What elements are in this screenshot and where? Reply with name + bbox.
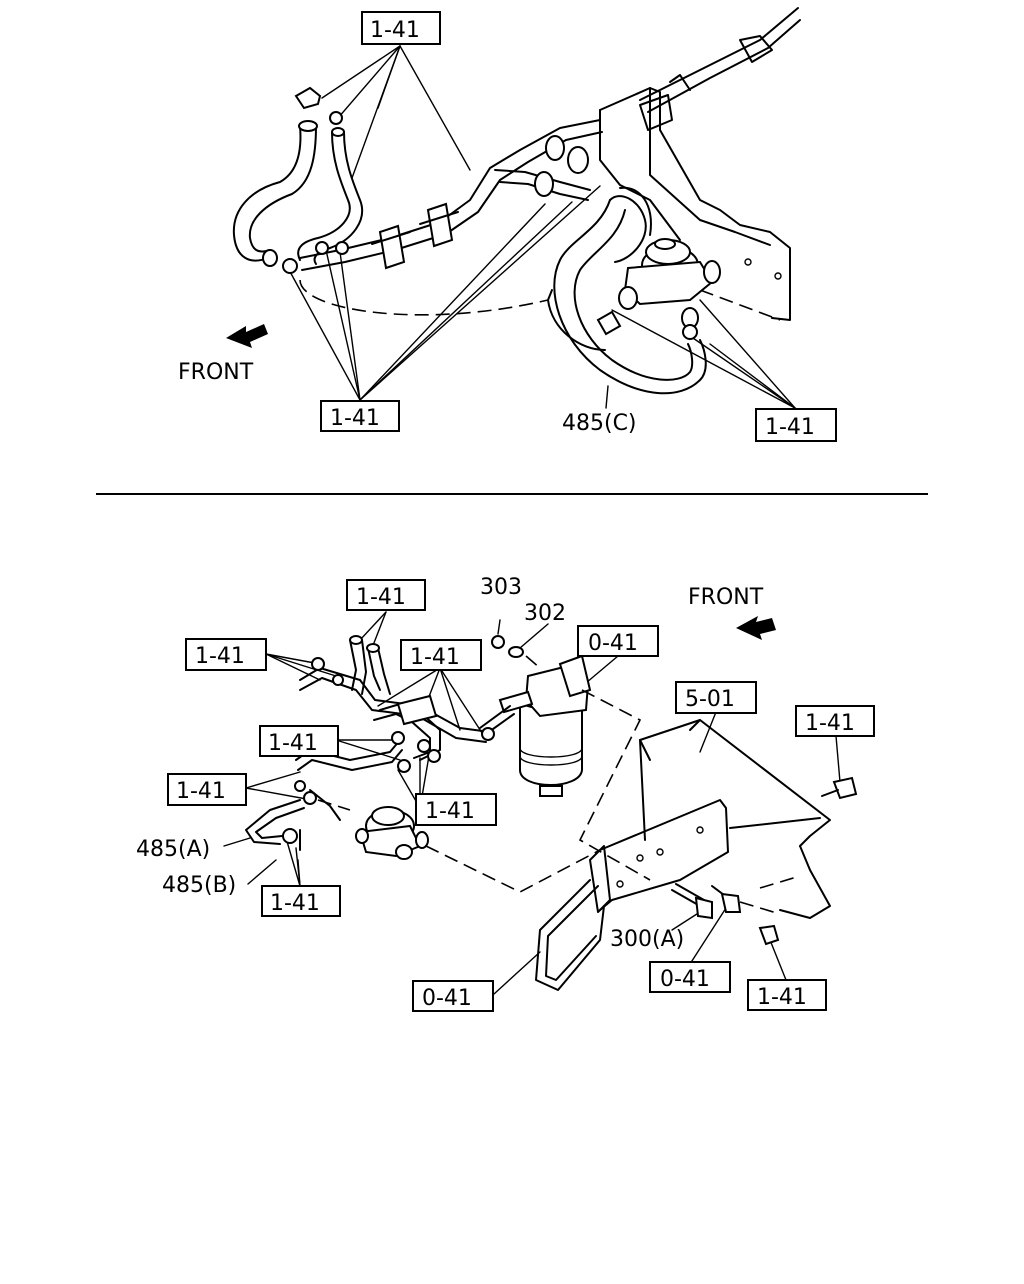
top-clamps — [371, 135, 589, 270]
bottom-callout-5-01: 5-01 — [675, 681, 757, 714]
callout-ref: 0-41 — [588, 631, 638, 656]
top-front-label: FRONT — [178, 360, 254, 385]
callout-ref: 1-41 — [270, 891, 320, 916]
top-hose-485c — [553, 186, 707, 395]
top-bracket — [599, 87, 791, 321]
part-label-485b: 485(B) — [162, 873, 236, 898]
bottom-front-arrow — [736, 616, 776, 640]
bottom-callout-1-41-f: 1-41 — [415, 793, 497, 826]
callout-ref: 5-01 — [685, 687, 735, 712]
top-diagram: FRONT 1-41 1-41 1-41 485(C) — [178, 7, 837, 442]
top-callout-1-41-upper: 1-41 — [361, 11, 441, 45]
bottom-callout-1-41-g: 1-41 — [261, 885, 341, 917]
bottom-callout-1-41-b: 1-41 — [185, 638, 267, 671]
callout-ref: 1-41 — [330, 406, 380, 431]
callout-ref: 1-41 — [425, 799, 475, 824]
bottom-frame-rail — [639, 719, 831, 919]
bottom-hoses — [245, 635, 495, 851]
bottom-callout-0-41-b: 0-41 — [649, 961, 731, 993]
top-cable — [639, 7, 801, 113]
bottom-front-label: FRONT — [688, 585, 764, 610]
top-leaders-upper — [321, 45, 471, 179]
top-callout-1-41-lower: 1-41 — [320, 400, 400, 432]
callout-ref: 0-41 — [422, 986, 472, 1011]
callout-ref: 1-41 — [268, 731, 318, 756]
bottom-diagram: FRONT 1-41 1-41 1-41 1-41 1-41 1-41 1- — [136, 575, 875, 1012]
bottom-callout-0-41-c: 0-41 — [412, 980, 494, 1012]
bottom-bolts — [671, 776, 858, 946]
callout-ref: 1-41 — [370, 18, 420, 43]
top-front-arrow — [226, 324, 268, 348]
bottom-fuel-filter — [479, 635, 651, 881]
part-label-300a: 300(A) — [610, 927, 684, 952]
callout-ref: 1-41 — [410, 645, 460, 670]
part-label-485c: 485(C) — [562, 411, 637, 436]
bottom-callout-1-41-e: 1-41 — [167, 773, 247, 806]
callout-ref: 1-41 — [805, 711, 855, 736]
bottom-callout-1-41-c: 1-41 — [400, 639, 482, 671]
top-left-hoses — [232, 86, 363, 274]
callout-ref: 1-41 — [765, 415, 815, 440]
callout-ref: 0-41 — [660, 967, 710, 992]
bottom-callout-1-41-a: 1-41 — [346, 579, 426, 611]
bottom-callout-1-41-i: 1-41 — [747, 979, 827, 1011]
bottom-regulator — [317, 799, 601, 893]
bottom-bracket — [535, 799, 729, 991]
part-label-302: 302 — [524, 601, 566, 626]
bottom-callout-1-41-h: 1-41 — [795, 705, 875, 737]
callout-ref: 1-41 — [757, 985, 807, 1010]
callout-ref: 1-41 — [195, 644, 245, 669]
top-regulator — [596, 238, 721, 340]
top-leaders-lower — [287, 185, 601, 401]
bottom-callout-1-41-d: 1-41 — [259, 725, 339, 757]
bottom-callout-0-41-a: 0-41 — [577, 625, 659, 657]
part-label-303: 303 — [480, 575, 522, 600]
callout-ref: 1-41 — [176, 779, 226, 804]
callout-ref: 1-41 — [356, 585, 406, 610]
part-label-485a: 485(A) — [136, 837, 210, 862]
top-callout-1-41-right: 1-41 — [755, 408, 837, 442]
top-leaders-right — [611, 299, 796, 409]
